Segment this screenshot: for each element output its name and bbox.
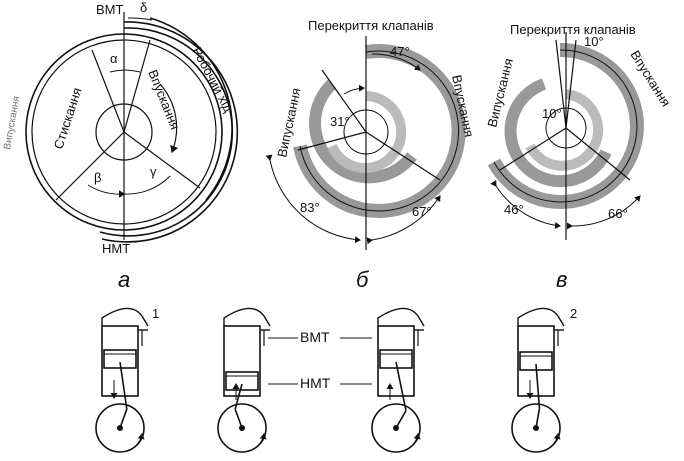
engine-1-cylinder — [101, 325, 139, 397]
bdc-label-engine: НМТ — [300, 375, 331, 391]
tdc-label-a: ВМТ — [96, 2, 124, 17]
engine-2-piston — [225, 371, 259, 391]
delta-label: δ — [140, 0, 147, 15]
engine-2-head — [223, 307, 271, 327]
engine-1-conrod — [119, 361, 128, 410]
engine-sketches — [95, 307, 565, 453]
engine-1-rotation-arrow — [129, 433, 145, 451]
engine-2-crank-arm — [234, 408, 243, 429]
engine-2-rotation-arrow — [251, 433, 267, 451]
intake-label-a: Впускання — [145, 68, 183, 132]
beta-label: β — [94, 170, 101, 185]
engine-3-crank-arm — [395, 410, 407, 429]
angle-31: 31° — [330, 114, 350, 129]
power-stroke-label: Робочий хід — [189, 44, 236, 115]
part-label-1: 1 — [152, 306, 159, 321]
compression-label: Стискання — [51, 86, 85, 151]
angle-10-top: 10° — [584, 34, 604, 49]
engine-4-rotation-arrow — [545, 433, 561, 451]
angle-46: 46° — [504, 202, 524, 217]
angle-67: 67° — [412, 204, 432, 219]
diagram-a: ВМТ НМТ δ α β γ Стискання Впускання Робо… — [2, 0, 239, 292]
overlap-label-b: Перекриття клапанів — [308, 18, 434, 33]
angle-83: 83° — [300, 200, 320, 215]
angle-66: 66° — [608, 206, 628, 221]
diagram-b: Перекриття клапанів 47° 31° 83° 67° Випу… — [265, 18, 477, 292]
gamma-label: γ — [150, 164, 157, 179]
engine-3-conrod — [395, 361, 407, 411]
engine-3-crank-circle — [371, 403, 421, 453]
engine-3-cylinder — [377, 325, 415, 397]
bdc-label-a: НМТ — [102, 241, 130, 256]
engine-4-crank-circle — [511, 403, 561, 453]
engine-4-conrod — [535, 363, 541, 409]
engine-4-head — [517, 307, 565, 327]
alpha-label: α — [110, 51, 118, 66]
engine-1-crank-arm — [119, 408, 128, 429]
engine-1-head — [101, 307, 149, 327]
engine-2-crank-circle — [217, 403, 267, 453]
letter-c: в — [556, 267, 567, 292]
engine-4-cylinder — [517, 325, 555, 397]
engine-4-crank-arm — [535, 408, 541, 429]
letter-a: а — [118, 267, 130, 292]
engine-3-head — [377, 307, 425, 327]
exhaust-label-a: Випускання — [2, 95, 22, 150]
angle-10-inner: 10° — [542, 106, 562, 121]
engine-2-conrod — [234, 383, 243, 410]
angle-47: 47° — [390, 44, 410, 59]
engine-3-rotation-arrow — [405, 433, 421, 451]
engine-1-crank-circle — [95, 403, 145, 453]
tdc-label-engine: ВМТ — [300, 329, 330, 345]
overlap-label-c: Перекриття клапанів — [510, 22, 636, 37]
diagram-c: Перекриття клапанів 10° 10° 46° 66° Випу… — [484, 22, 673, 292]
part-label-2: 2 — [570, 306, 577, 321]
engine-2-cylinder — [223, 325, 261, 397]
letter-b: б — [356, 267, 370, 292]
